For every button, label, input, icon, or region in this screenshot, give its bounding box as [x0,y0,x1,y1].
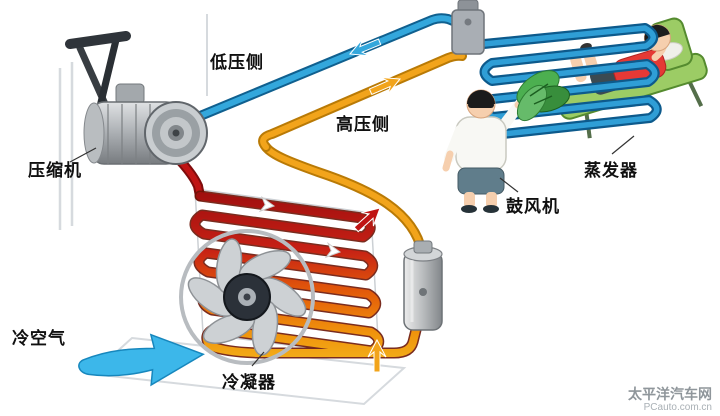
condenser-fan [179,229,315,365]
watermark-site-url: PCauto.com.cn [643,402,712,413]
evaporator-coil-main [481,25,660,138]
blower-leg [464,192,475,208]
blower-left-hand [442,150,454,172]
high-pressure-pipe-front [258,50,467,152]
compressor-ribs [107,104,151,164]
cold-air-label: 冷空气 [12,329,66,348]
fan-leaf-veins [529,83,553,105]
label-leader-lines [69,135,635,367]
condenser-label: 冷凝器 [222,373,276,392]
compressor-shaft-bolt [172,129,180,137]
blower-shorts [457,167,505,195]
fan-blades [187,238,307,356]
compressor-bracket [65,31,131,49]
blower-hair-back [468,102,494,108]
evaporator-coil [479,23,662,140]
blower-leader [499,177,519,193]
lounger-leg [688,81,704,107]
compressor-graphic [65,31,208,165]
condenser-leader [251,351,265,367]
high-pressure-diag-main [260,52,465,150]
compressor-port [115,83,145,105]
fan-shroud [179,229,315,365]
blower-person [442,70,570,213]
low-pressure-label: 低压侧 [210,53,264,72]
evaporator-label: 蒸发器 [584,161,638,180]
receiver-drier [403,240,443,331]
low-pressure-pipe [171,13,463,131]
receiver-sight-glass [419,288,427,296]
watermark-site-name: 太平洋汽车网 [628,385,712,402]
blower-hair [467,90,495,104]
leaf-fan [516,70,570,122]
valve-body [451,9,485,55]
compressor-label: 压缩机 [28,161,82,180]
evaporator-leader [611,135,635,155]
blower-label: 鼓风机 [506,197,560,216]
high-pressure-label: 高压侧 [336,115,390,134]
receiver-cap [413,240,433,254]
compressor-end-cap [83,102,105,164]
high-pressure-pipe-rear [261,142,427,257]
blower-shirt [455,116,507,172]
blower-shoe [483,205,499,213]
low-pressure-pipe-main [173,15,461,129]
condenser-coil-main [191,192,420,357]
condenser-coil [189,190,422,359]
compressor-leader [69,147,97,163]
cold-air-arrow [78,333,205,387]
left-frame-line [58,62,74,230]
blower-leg [486,192,497,208]
expansion-valve [451,0,485,55]
blower-shoe [461,205,477,213]
high-pressure-pipe [263,144,425,255]
fan-hub-bolt [243,293,251,301]
valve-bolt [464,18,472,26]
watermark: 太平洋汽车网 PCauto.com.cn [628,385,712,413]
